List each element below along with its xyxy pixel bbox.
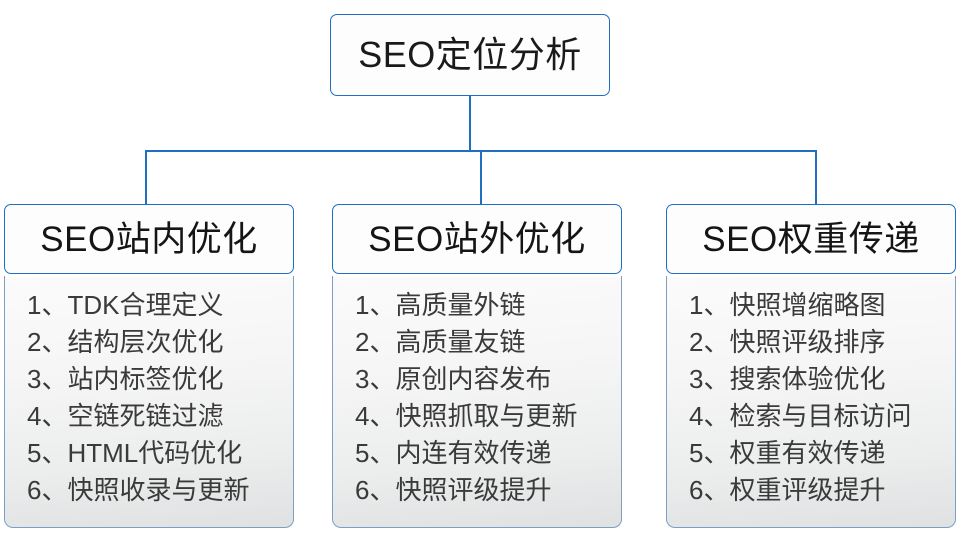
list-item: 3、站内标签优化 (27, 364, 224, 394)
branch-list-3: 1、快照增缩略图 2、快照评级排序 3、搜索体验优化 4、检索与目标访问 5、权… (666, 276, 956, 528)
list-item: 4、空链死链过滤 (27, 401, 224, 431)
list-item: 5、HTML代码优化 (27, 438, 243, 468)
connector-branch-1-vertical (145, 150, 147, 205)
root-node-label: SEO定位分析 (358, 34, 582, 75)
connector-branch-3-vertical (815, 150, 817, 205)
branch-header-1[interactable]: SEO站内优化 (4, 204, 294, 274)
branch-header-1-label: SEO站内优化 (40, 219, 258, 259)
list-item: 5、权重有效传递 (689, 438, 886, 468)
root-node-seo-positioning-analysis[interactable]: SEO定位分析 (330, 14, 610, 96)
branch-header-2-label: SEO站外优化 (368, 219, 586, 259)
list-item: 4、快照抓取与更新 (355, 401, 578, 431)
list-item: 2、结构层次优化 (27, 327, 224, 357)
list-item: 6、权重评级提升 (689, 475, 886, 505)
list-item: 3、原创内容发布 (355, 364, 552, 394)
list-item: 1、高质量外链 (355, 290, 526, 320)
branch-column-3: SEO权重传递 1、快照增缩略图 2、快照评级排序 3、搜索体验优化 4、检索与… (666, 204, 956, 528)
list-item: 6、快照收录与更新 (27, 475, 250, 505)
branch-column-2: SEO站外优化 1、高质量外链 2、高质量友链 3、原创内容发布 4、快照抓取与… (332, 204, 622, 528)
list-item: 1、TDK合理定义 (27, 290, 224, 320)
list-item: 4、检索与目标访问 (689, 401, 912, 431)
branch-header-2[interactable]: SEO站外优化 (332, 204, 622, 274)
connector-root-vertical (469, 96, 471, 152)
branch-list-1: 1、TDK合理定义 2、结构层次优化 3、站内标签优化 4、空链死链过滤 5、H… (4, 276, 294, 528)
list-item: 2、快照评级排序 (689, 327, 886, 357)
branch-list-2: 1、高质量外链 2、高质量友链 3、原创内容发布 4、快照抓取与更新 5、内连有… (332, 276, 622, 528)
branch-header-3-label: SEO权重传递 (702, 219, 920, 259)
list-item: 2、高质量友链 (355, 327, 526, 357)
list-item: 6、快照评级提升 (355, 475, 552, 505)
list-item: 1、快照增缩略图 (689, 290, 886, 320)
connector-branch-2-vertical (480, 150, 482, 205)
branch-column-1: SEO站内优化 1、TDK合理定义 2、结构层次优化 3、站内标签优化 4、空链… (4, 204, 294, 528)
list-item: 3、搜索体验优化 (689, 364, 886, 394)
branch-header-3[interactable]: SEO权重传递 (666, 204, 956, 274)
list-item: 5、内连有效传递 (355, 438, 552, 468)
